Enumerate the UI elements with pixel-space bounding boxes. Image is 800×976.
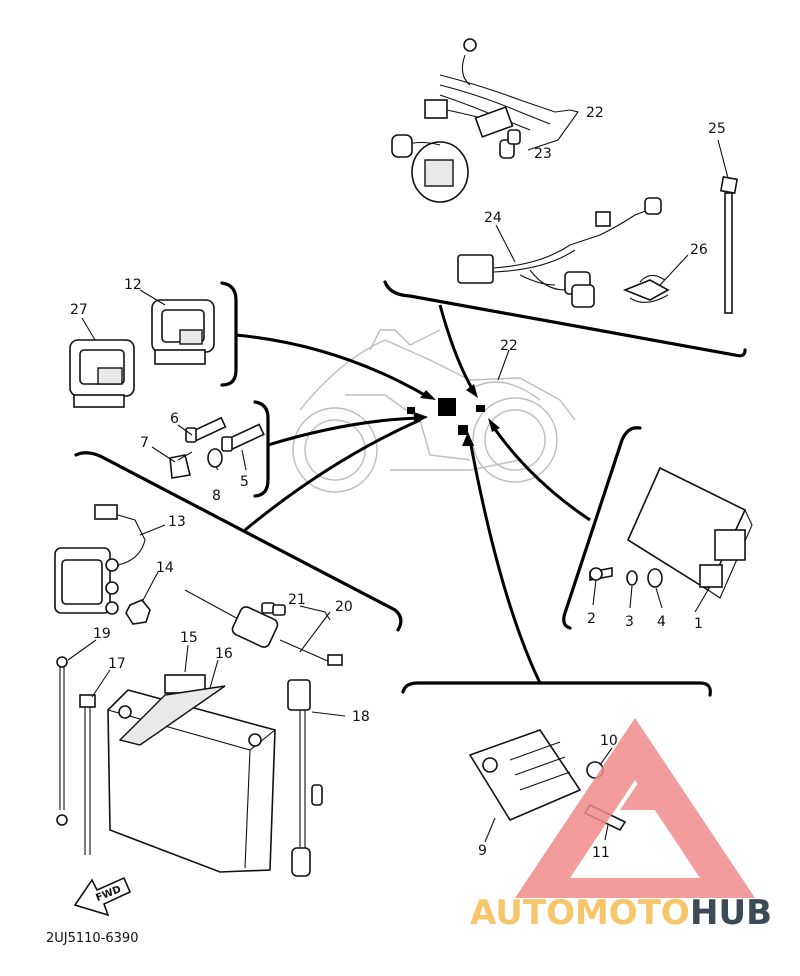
callout-1: 1 [694,616,703,632]
watermark-text: AUTOMOTO HUB [470,893,772,933]
wire-harness-22 [391,38,571,203]
fasteners-2-4 [589,567,663,588]
pointer-lines [235,304,591,684]
watermark-text-auto: AUTOMOTO [470,893,690,933]
callout-19: 19 [93,626,111,642]
clamp-26 [622,274,670,303]
battery-leads-17-19 [56,656,96,855]
bracket-left [74,451,403,632]
callout-21: 21 [288,592,306,608]
callout-10: 10 [600,733,618,749]
callout-20: 20 [335,599,353,615]
washer-8 [207,448,223,468]
callout-4: 4 [657,614,666,630]
callout-3: 3 [625,614,634,630]
callout-8: 8 [212,488,221,504]
callout-leaders [67,109,729,843]
fuse-lead-18 [287,679,323,877]
callout-14: 14 [156,560,174,576]
watermark-triangle [515,718,755,898]
callout-numbers: 1 2 3 4 5 6 7 8 9 10 11 12 13 14 15 16 1… [70,105,726,861]
bracket-top [383,280,747,358]
callout-24: 24 [484,210,502,226]
callout-9: 9 [478,843,487,859]
cable-tie-25 [719,175,739,314]
callout-6: 6 [170,411,179,427]
callout-23: 23 [534,146,552,162]
control-unit-1 [626,466,753,599]
bracket-5-8 [253,400,270,498]
callout-25: 25 [708,121,726,137]
watermark-text-hub: HUB [690,893,772,933]
bracket-right [562,426,642,630]
callout-15: 15 [180,630,198,646]
watermark-logo [515,718,755,898]
callout-11: 11 [592,845,610,861]
section-brackets [74,280,747,697]
relay-27 [69,339,135,408]
callout-2: 2 [587,611,596,627]
callout-17: 17 [108,656,126,672]
callout-27: 27 [70,302,88,318]
callout-22-center: 22 [500,338,518,354]
bracket-7 [169,451,193,479]
starter-relay-13 [54,504,146,615]
callout-16: 16 [215,646,233,662]
callout-26: 26 [690,242,708,258]
callout-12: 12 [124,277,142,293]
callout-18: 18 [352,709,370,725]
bulb-sockets-5-6 [185,416,265,452]
bracket-bottom [401,681,712,697]
document-code: 2UJ5110-6390 [46,931,138,946]
callout-13: 13 [168,514,186,530]
nut-14 [125,599,151,625]
callout-5: 5 [240,474,249,490]
bracket-12-27 [220,281,238,387]
forward-arrow: FWD [73,876,132,917]
battery-15 [107,674,276,873]
callout-7: 7 [140,435,149,451]
callout-22-top: 22 [586,105,604,121]
rectifier-regulator-9 [468,729,582,822]
switch-20 [184,589,343,666]
sub-harness-24 [457,197,662,308]
relay-12 [151,299,215,365]
